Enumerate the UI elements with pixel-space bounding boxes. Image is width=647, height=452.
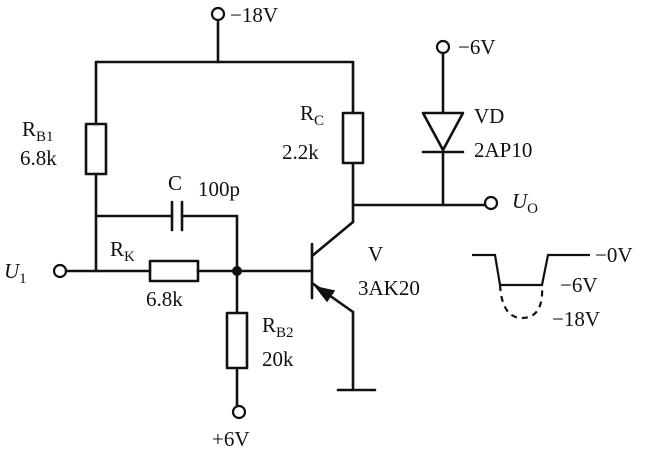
wave-level-top: −0V	[595, 243, 633, 267]
capacitor-c	[94, 200, 239, 272]
output-sub: O	[527, 201, 538, 217]
input-terminal	[52, 263, 98, 279]
output-terminal	[483, 195, 499, 211]
rb1-sub: B1	[36, 129, 54, 145]
svg-text:RK: RK	[110, 237, 135, 265]
diode-vd	[421, 39, 465, 207]
rb1-value: 6.8k	[20, 146, 57, 170]
supply-diode-label: −6V	[458, 35, 496, 59]
rb2-sub: B2	[276, 325, 294, 341]
v-value: 3AK20	[358, 276, 420, 300]
transistor-v	[310, 203, 377, 392]
supply-bottom-label: +6V	[212, 427, 250, 451]
svg-text:RB2: RB2	[262, 313, 294, 341]
rc-name: R	[300, 101, 314, 125]
c-name: C	[168, 171, 182, 195]
rb1-name: R	[22, 117, 36, 141]
vd-name: VD	[474, 104, 504, 128]
vd-value: 2AP10	[474, 138, 532, 162]
v-name: V	[368, 242, 383, 266]
resistor-rb2	[225, 269, 249, 420]
output-name: U	[512, 189, 529, 213]
input-sub: 1	[19, 271, 27, 287]
supply-top-label: −18V	[230, 3, 278, 27]
svg-text:U1: U1	[4, 259, 27, 287]
wave-level-bottom: −18V	[552, 307, 600, 331]
rk-name: R	[110, 237, 124, 261]
resistor-rc	[341, 60, 365, 207]
rb2-value: 20k	[262, 347, 294, 371]
rk-value: 6.8k	[146, 287, 183, 311]
resistor-rb1	[84, 60, 108, 272]
wave-level-mid: −6V	[560, 273, 598, 297]
input-name: U	[4, 259, 21, 283]
svg-text:RB1: RB1	[22, 117, 54, 145]
resistor-rk	[94, 259, 314, 283]
rc-sub: C	[314, 113, 324, 129]
rb2-name: R	[262, 313, 276, 337]
c-value: 100p	[198, 177, 240, 201]
svg-text:RC: RC	[300, 101, 324, 129]
rc-value: 2.2k	[282, 140, 319, 164]
supply-terminal-top: −18V	[210, 3, 278, 64]
output-waveform	[472, 253, 590, 320]
rk-sub: K	[124, 249, 135, 265]
svg-text:UO: UO	[512, 189, 538, 217]
